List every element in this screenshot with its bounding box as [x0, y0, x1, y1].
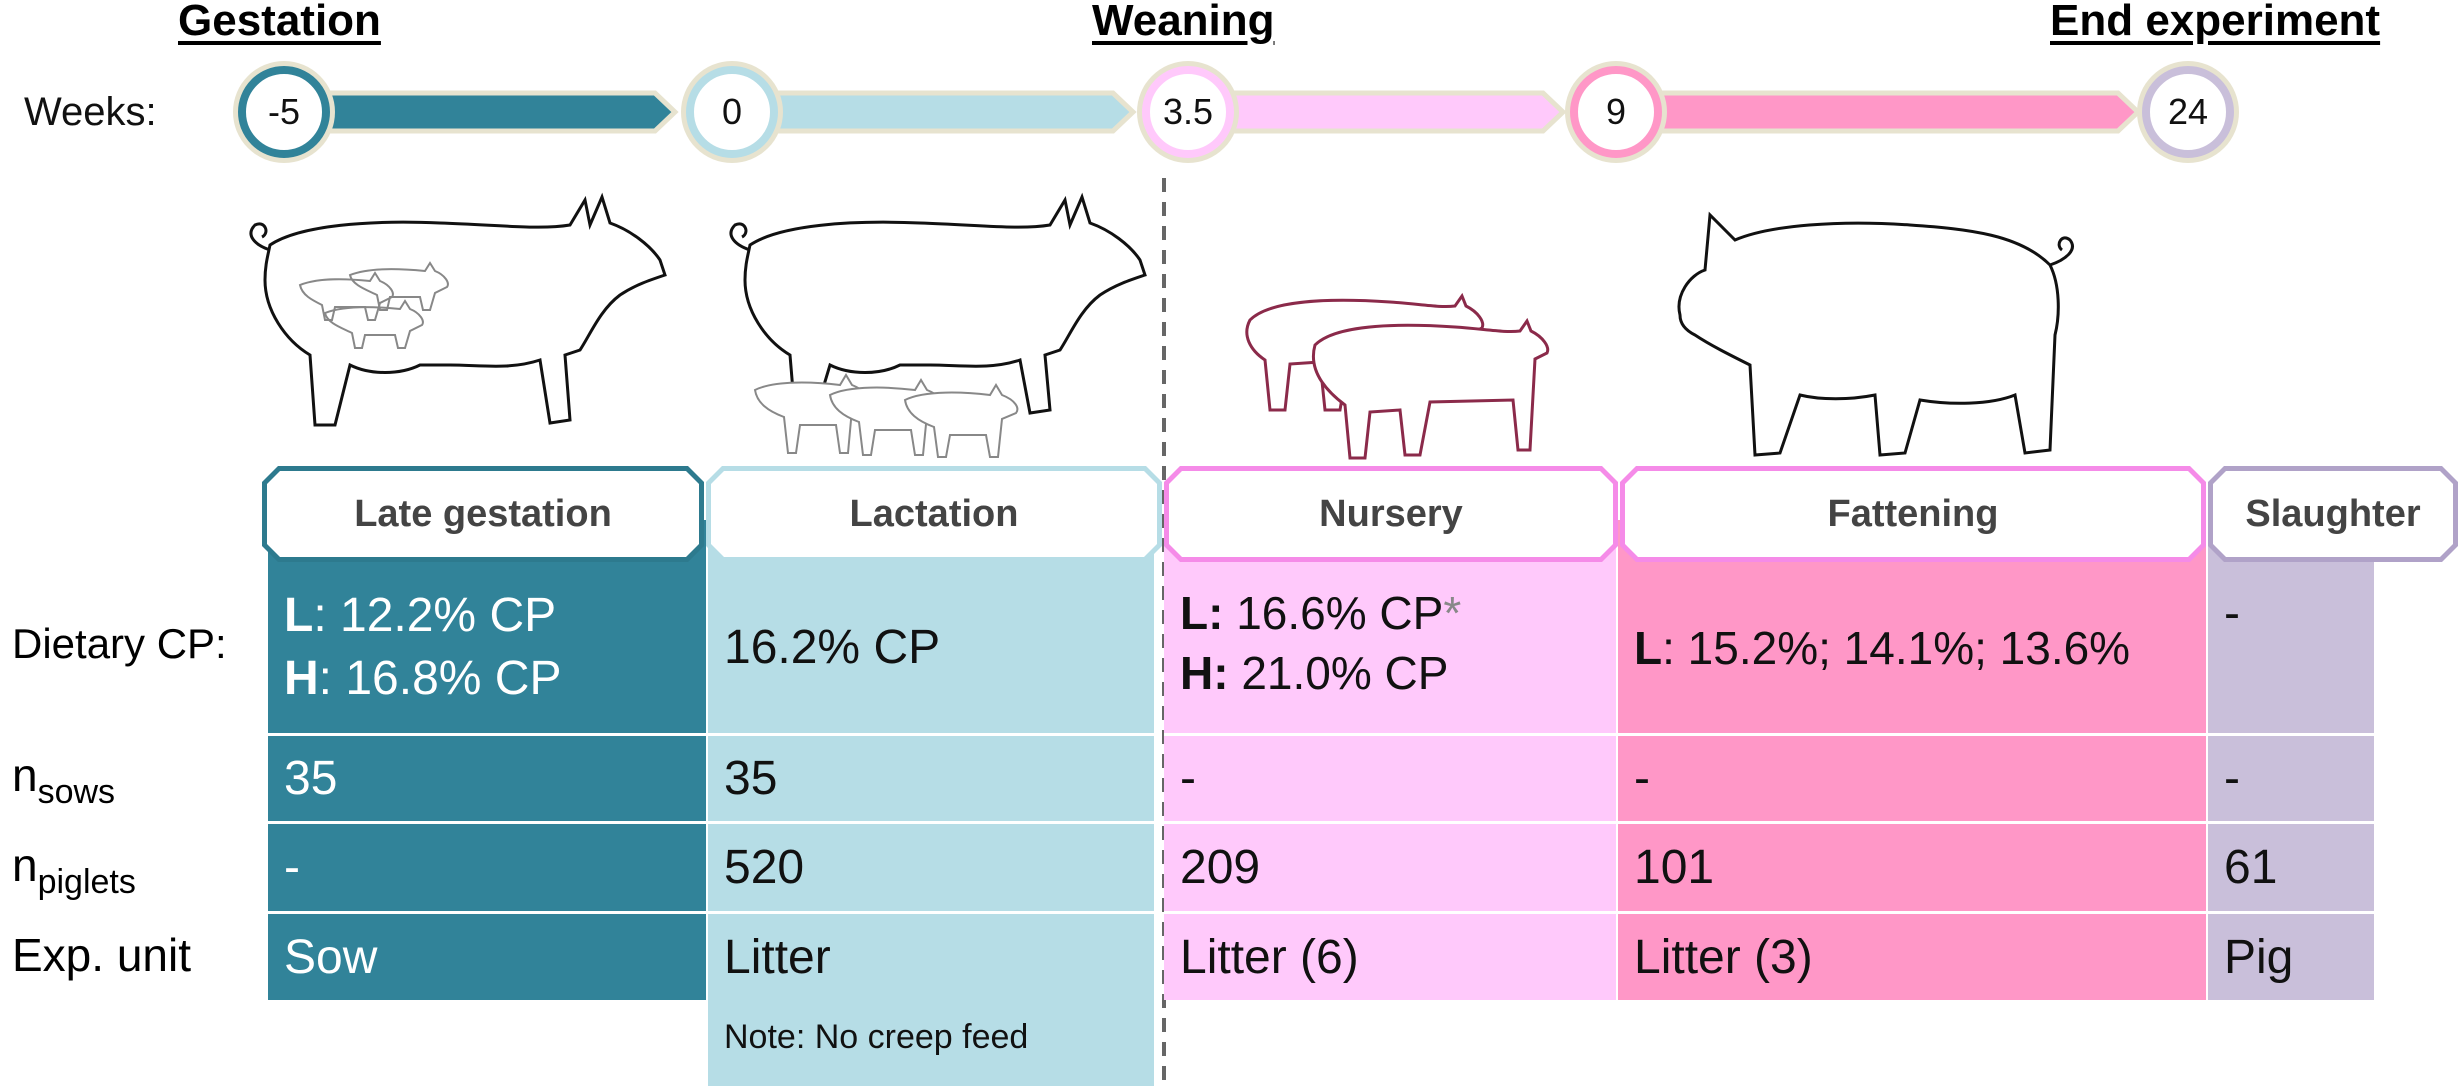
cp-low-value: : 15.2%; 14.1%; 13.6% — [1662, 621, 2131, 674]
timeline-arrows — [317, 90, 2142, 134]
row-label-exp-unit: Exp. unit — [12, 929, 191, 981]
phase-header-nursery: Nursery — [1164, 466, 1618, 562]
pregnant-sow-illustration — [249, 192, 667, 427]
timeline-node-week-0: 0 — [686, 66, 778, 158]
column-bg-slaughter — [2208, 520, 2374, 1000]
timeline-node-week-24: 24 — [2142, 66, 2234, 158]
cp-low-key: L — [284, 589, 314, 643]
n-sows-late-gestation: 35 — [268, 736, 706, 824]
cp-high-value: 21.0% CP — [1228, 646, 1449, 699]
exp-unit-lactation: Litter — [724, 930, 831, 984]
lactating-sow-illustration — [729, 192, 1147, 458]
milestone-gestation: Gestation — [178, 0, 381, 45]
timeline-node-week-9: 9 — [1570, 66, 1662, 158]
n-sows-subscript: sows — [37, 773, 116, 811]
phase-header-lactation: Lactation — [706, 466, 1162, 562]
n-piglets-late-gestation: - — [268, 824, 706, 914]
cp-nursery-high: H: 21.0% CP — [1180, 644, 1461, 704]
timeline-arrow-fattening — [1627, 90, 2142, 134]
phase-header-fattening: Fattening — [1620, 466, 2206, 562]
cp-late-gestation-low: L: 12.2% CP — [284, 585, 561, 647]
milestone-weaning: Weaning — [1092, 0, 1275, 45]
timeline-arrow-nursery — [1197, 90, 1567, 134]
n-piglets-fattening: 101 — [1618, 824, 2206, 914]
row-label-n-sows: nsows — [12, 748, 115, 812]
column-bg-fattening — [1618, 520, 2206, 1000]
n-sows-main: n — [12, 749, 38, 801]
n-sows-lactation: 35 — [708, 736, 1154, 824]
phase-header-late-gestation: Late gestation — [262, 466, 704, 562]
column-bg-late-gestation — [268, 520, 706, 1000]
n-piglets-subscript: piglets — [37, 863, 136, 901]
cp-slaughter: - — [2208, 562, 2374, 736]
cp-high-key: H: — [1180, 646, 1229, 699]
phase-label-late-gestation: Late gestation — [267, 471, 699, 557]
cp-nursery-low: L: 16.6% CP* — [1180, 584, 1461, 644]
timeline-arrow-late-gestation — [317, 90, 679, 134]
cp-low-value: : 12.2% CP — [313, 589, 557, 643]
cp-nursery: L: 16.6% CP* H: 21.0% CP — [1164, 562, 1616, 736]
cp-lactation: 16.2% CP — [708, 562, 1154, 736]
cp-fattening: L: 15.2%; 14.1%; 13.6% — [1618, 562, 2206, 736]
fattening-pig-illustration — [1677, 211, 2074, 457]
cp-low-value: 16.6% CP — [1223, 587, 1444, 639]
cp-asterisk: * — [1443, 587, 1462, 639]
column-bg-lactation — [708, 520, 1154, 1000]
n-piglets-slaughter: 61 — [2208, 824, 2374, 914]
exp-unit-nursery: Litter (6) — [1180, 930, 1359, 984]
column-bg-nursery — [1164, 520, 1616, 1000]
cp-late-gestation-high: H: 16.8% CP — [284, 648, 561, 710]
n-piglets-lactation: 520 — [708, 824, 1154, 914]
n-sows-nursery: - — [1164, 736, 1616, 824]
phase-label-nursery: Nursery — [1169, 471, 1613, 557]
timeline-arrow-lactation — [759, 90, 1137, 134]
exp-unit-slaughter: Pig — [2224, 930, 2294, 984]
timeline-node-week-3-5: 3.5 — [1142, 66, 1234, 158]
cp-fattening-low: L: 15.2%; 14.1%; 13.6% — [1634, 621, 2130, 675]
cp-late-gestation: L: 12.2% CP H: 16.8% CP — [268, 562, 706, 736]
milestone-end-experiment: End experiment — [2050, 0, 2381, 45]
n-sows-fattening: - — [1618, 736, 2206, 824]
weeks-label: Weeks: — [24, 90, 157, 134]
row-label-n-piglets: npiglets — [12, 838, 136, 902]
exp-unit-late-gestation: Sow — [284, 930, 378, 984]
row-label-dietary-cp: Dietary CP: — [12, 620, 227, 667]
phase-label-fattening: Fattening — [1625, 471, 2201, 557]
note-no-creep-feed: Note: No creep feed — [708, 1000, 1154, 1086]
cp-low-key: L — [1634, 621, 1663, 674]
n-sows-slaughter: - — [2208, 736, 2374, 824]
phase-label-slaughter: Slaughter — [2213, 471, 2453, 557]
phase-label-lactation: Lactation — [711, 471, 1157, 557]
cp-high-value: : 16.8% CP — [318, 651, 562, 705]
cp-high-key: H — [284, 651, 319, 705]
n-piglets-nursery: 209 — [1164, 824, 1616, 914]
n-piglets-main: n — [12, 839, 38, 891]
nursery-pigs-illustration — [1245, 292, 1550, 460]
cp-low-key: L: — [1180, 587, 1224, 639]
phase-header-slaughter: Slaughter — [2208, 466, 2458, 562]
exp-unit-fattening: Litter (3) — [1634, 930, 1813, 984]
timeline-node-week-minus-5: -5 — [238, 66, 330, 158]
